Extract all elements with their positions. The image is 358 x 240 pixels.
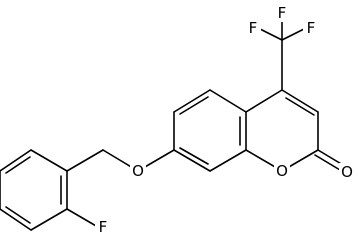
bond-cf3-to-f-left: [257, 27, 283, 41]
bond-aryl-6-1: [30, 149, 68, 172]
bond-aryl-2-3: [30, 208, 68, 231]
bond-c4-c3: [281, 89, 319, 113]
atom-fluorine-left: F: [245, 19, 261, 37]
atom-carbonyl-oxygen-label: O: [341, 163, 353, 181]
bond-c6-c5: [173, 89, 211, 113]
bond-aryl-3-4-double: [5, 206, 31, 224]
bond-aryl-5-6: [0, 149, 32, 172]
atom-fluorine-top-label: F: [278, 4, 287, 22]
atom-fluorine-top-bg: [274, 4, 290, 22]
atom-fluorine-right: F: [303, 19, 319, 37]
atom-ring-oxygen: O: [274, 162, 290, 180]
bond-c6-c5-double: [179, 96, 209, 115]
atom-ether-oxygen: O: [130, 162, 146, 180]
atom-ring-oxygen-bg: [274, 162, 290, 180]
bond-c8-c7-double: [179, 147, 209, 165]
atom-fluorine-aryl-label: F: [99, 218, 108, 236]
bond-c8-c7: [173, 149, 211, 172]
bond-cf3-to-f-right: [281, 27, 307, 41]
bond-ch2-aryl: [66, 149, 104, 172]
bond-c5-c4a: [209, 89, 247, 113]
bond-layer: [0, 13, 349, 231]
atom-carbonyl-oxygen-bg: [339, 163, 355, 181]
atom-carbonyl-oxygen: O: [339, 163, 355, 181]
bond-c4a-c4: [245, 89, 283, 113]
bond-aryl-3-4: [0, 208, 32, 231]
atom-fluorine-top: F: [274, 4, 290, 22]
atom-ring-oxygen-label: O: [276, 162, 288, 180]
bond-aryl-5-6-double: [5, 156, 31, 174]
atom-fluorine-right-label: F: [307, 19, 316, 37]
atom-fluorine-left-label: F: [249, 19, 258, 37]
atom-fluorine-right-bg: [303, 19, 319, 37]
atom-label-layer: F F F O O O F: [95, 4, 355, 236]
atom-ether-oxygen-bg: [130, 162, 146, 180]
atom-fluorine-left-bg: [245, 19, 261, 37]
bond-c4-c3-double: [285, 97, 315, 116]
bond-c8a-c8: [209, 149, 247, 172]
atom-ether-oxygen-label: O: [132, 162, 144, 180]
atom-fluorine-aryl: F: [95, 218, 111, 236]
atom-fluorine-aryl-bg: [95, 218, 111, 236]
